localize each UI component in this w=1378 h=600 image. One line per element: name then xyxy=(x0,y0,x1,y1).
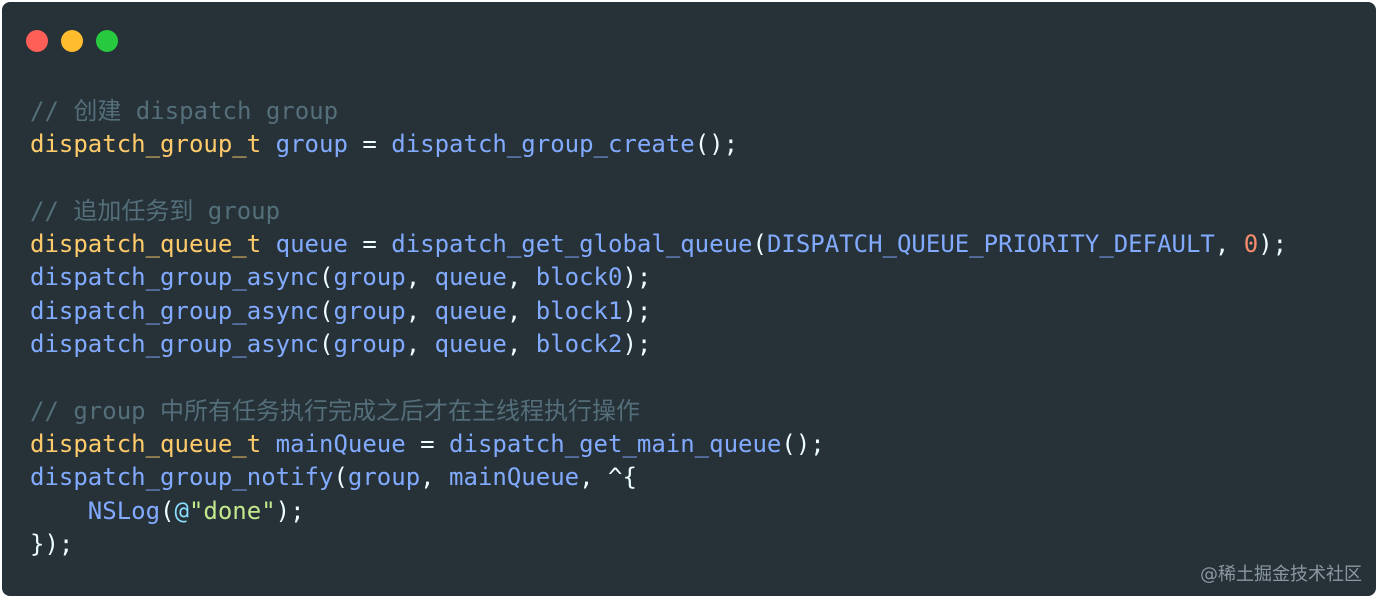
code-token: "done" xyxy=(188,496,276,525)
code-token: , xyxy=(405,330,435,359)
code-token: = xyxy=(405,429,450,458)
code-token: queue xyxy=(275,230,348,259)
code-token: @ xyxy=(174,496,189,525)
code-token: // 创建 dispatch group xyxy=(30,97,339,125)
code-token: group xyxy=(275,130,348,159)
code-line: dispatch_queue_t mainQueue = dispatch_ge… xyxy=(30,428,1287,461)
code-line: // group 中所有任务执行完成之后才在主线程执行操作 xyxy=(30,395,1287,428)
code-token: 0 xyxy=(1243,230,1259,259)
code-line: dispatch_queue_t queue = dispatch_get_gl… xyxy=(30,228,1287,261)
code-token: // 追加任务到 group xyxy=(30,196,281,225)
code-token: dispatch_get_global_queue xyxy=(391,230,753,259)
code-token: dispatch_group_create xyxy=(391,130,695,159)
code-token: dispatch_group_notify xyxy=(30,463,334,492)
code-token: group xyxy=(347,463,421,492)
code-block: // 创建 dispatch group dispatch_group_t gro… xyxy=(30,95,1287,561)
code-token: ( xyxy=(752,230,767,259)
code-token: , xyxy=(405,263,435,292)
code-line: // 追加任务到 group xyxy=(30,195,1287,228)
code-token: ( xyxy=(318,330,334,359)
code-token: dispatch_group_t xyxy=(30,130,262,159)
code-token: dispatch_group_async xyxy=(30,296,319,325)
code-token: DISPATCH_QUEUE_PRIORITY_DEFAULT xyxy=(766,230,1215,259)
code-token: block1 xyxy=(535,296,623,325)
code-line: dispatch_group_t group = dispatch_group_… xyxy=(30,128,1287,161)
minimize-button[interactable] xyxy=(61,30,83,52)
code-token: group xyxy=(333,296,406,325)
code-token: ( xyxy=(318,263,334,292)
code-token: // group 中所有任务执行完成之后才在主线程执行操作 xyxy=(30,396,641,425)
code-token: queue xyxy=(434,263,507,292)
close-button[interactable] xyxy=(26,30,48,52)
code-token: , xyxy=(420,463,450,492)
code-token: ); xyxy=(622,263,652,292)
code-token: dispatch_queue_t xyxy=(30,230,262,259)
code-line xyxy=(30,361,1287,394)
code-token: ); xyxy=(622,296,652,325)
code-token: dispatch_get_main_queue xyxy=(449,429,782,458)
code-token: , xyxy=(506,330,536,359)
code-token: group xyxy=(333,263,406,292)
code-token xyxy=(261,430,275,458)
code-token: ); xyxy=(1258,230,1288,259)
code-token: dispatch_group_async xyxy=(30,330,319,359)
code-line: }); xyxy=(30,528,1287,561)
code-token xyxy=(30,497,88,525)
code-token xyxy=(261,130,275,158)
code-token: , xyxy=(506,263,536,292)
code-token: , ^{ xyxy=(579,463,637,492)
code-token: ); xyxy=(622,330,652,359)
code-line: dispatch_group_async(group, queue, block… xyxy=(30,295,1287,328)
code-line: NSLog(@"done"); xyxy=(30,495,1287,528)
code-line xyxy=(30,162,1287,195)
code-token: ); xyxy=(275,496,305,525)
zoom-button[interactable] xyxy=(96,30,118,52)
window-controls xyxy=(26,30,118,52)
code-token: dispatch_queue_t xyxy=(30,429,262,458)
code-token: (); xyxy=(694,130,739,159)
code-token: mainQueue xyxy=(275,429,406,458)
code-line: dispatch_group_async(group, queue, block… xyxy=(30,328,1287,361)
code-line: dispatch_group_notify(group, mainQueue, … xyxy=(30,461,1287,494)
code-token: ( xyxy=(318,296,334,325)
code-token: = xyxy=(347,230,392,259)
code-token: queue xyxy=(434,296,507,325)
code-token: (); xyxy=(781,429,825,458)
code-token: }); xyxy=(30,529,74,558)
watermark: @稀土掘金技术社区 xyxy=(1200,564,1362,585)
code-token: mainQueue xyxy=(449,463,580,492)
code-token: ( xyxy=(333,463,348,492)
code-token: , xyxy=(506,296,536,325)
code-token: , xyxy=(1214,230,1244,259)
code-token xyxy=(261,230,275,258)
code-token: NSLog xyxy=(87,496,161,525)
code-token: = xyxy=(347,130,392,159)
code-line: dispatch_group_async(group, queue, block… xyxy=(30,261,1287,294)
code-token: group xyxy=(333,330,406,359)
code-token: block0 xyxy=(535,263,623,292)
code-line: // 创建 dispatch group xyxy=(30,95,1287,128)
code-token: block2 xyxy=(535,330,623,359)
code-token: queue xyxy=(434,330,507,359)
code-token: dispatch_group_async xyxy=(30,263,319,292)
code-token: ( xyxy=(160,496,175,525)
code-token: , xyxy=(405,296,435,325)
